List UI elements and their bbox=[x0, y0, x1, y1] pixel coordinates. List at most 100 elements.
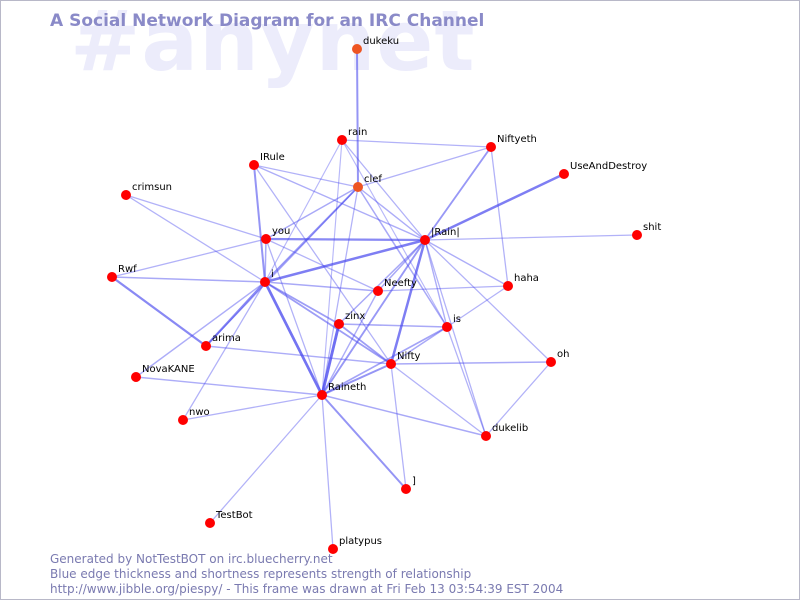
node-clef[interactable]: clef bbox=[353, 174, 382, 192]
edge-crimsun-i bbox=[125, 194, 266, 283]
node-Rain[interactable]: |Rain| bbox=[420, 227, 460, 245]
node-haha[interactable]: haha bbox=[503, 273, 539, 291]
node-Niftyeth[interactable]: Niftyeth bbox=[486, 134, 537, 152]
edge-zinx-Raineth bbox=[320, 322, 341, 397]
edge-you-Rain bbox=[264, 237, 427, 242]
edge-clef-Raineth bbox=[321, 186, 359, 396]
edge-Rwf-arima bbox=[110, 275, 208, 348]
node-label: shit bbox=[643, 222, 661, 233]
node-Neefty[interactable]: Neefty bbox=[373, 278, 417, 296]
node-dot[interactable] bbox=[386, 359, 396, 369]
edge-clef-you bbox=[265, 186, 359, 240]
node-dot[interactable] bbox=[352, 44, 362, 54]
node-dot[interactable] bbox=[401, 484, 411, 494]
channel-watermark: #anynet bbox=[70, 0, 476, 90]
node-dot[interactable] bbox=[546, 357, 556, 367]
node-arima[interactable]: arima bbox=[201, 333, 241, 351]
edge-clef-is bbox=[357, 186, 448, 328]
node-dot[interactable] bbox=[334, 319, 344, 329]
node-UseAndDestroy[interactable]: UseAndDestroy bbox=[559, 161, 647, 179]
node-dot[interactable] bbox=[249, 160, 259, 170]
node-dot[interactable] bbox=[131, 372, 141, 382]
node-Rwf[interactable]: Rwf bbox=[107, 264, 137, 282]
node-nwo[interactable]: nwo bbox=[178, 407, 210, 425]
node-label: IRule bbox=[260, 152, 285, 163]
node-dot[interactable] bbox=[107, 272, 117, 282]
edge-Raineth-dukelib bbox=[321, 394, 487, 437]
edge-Nifty-oh bbox=[390, 361, 552, 365]
node-dot[interactable] bbox=[420, 235, 430, 245]
node-Raineth[interactable]: Raineth bbox=[317, 382, 366, 400]
edge-crimsun-you bbox=[125, 194, 267, 240]
edge-arima-Nifty bbox=[205, 345, 392, 365]
node-dot[interactable] bbox=[121, 190, 131, 200]
edge-rain-Rain bbox=[341, 139, 426, 241]
node-IRule[interactable]: IRule bbox=[249, 152, 285, 170]
node-dot[interactable] bbox=[337, 135, 347, 145]
node-dot[interactable] bbox=[201, 341, 211, 351]
node-i[interactable]: i bbox=[260, 269, 274, 287]
node-rain[interactable]: rain bbox=[337, 127, 367, 145]
footer-legend-note: Blue edge thickness and shortness repres… bbox=[50, 567, 472, 581]
node-label: NovaKANE bbox=[142, 364, 195, 375]
node-is[interactable]: is bbox=[442, 314, 461, 332]
edge-is-haha bbox=[446, 285, 509, 328]
node-label: platypus bbox=[339, 536, 382, 547]
edge-is-Nifty bbox=[390, 326, 448, 365]
node-dot[interactable] bbox=[503, 281, 513, 291]
edge-Rain-Neefty bbox=[377, 239, 426, 292]
node-dukelib[interactable]: dukelib bbox=[481, 423, 528, 441]
node-Nifty[interactable]: Nifty bbox=[386, 351, 421, 369]
node-dot[interactable] bbox=[317, 390, 327, 400]
node-dukeku[interactable]: dukeku bbox=[352, 36, 399, 54]
edge-Nifty-bracket bbox=[390, 363, 407, 490]
edge-Raineth-TestBot bbox=[209, 394, 323, 524]
node-platypus[interactable]: platypus bbox=[328, 536, 382, 554]
edge-Niftyeth-Rain bbox=[424, 146, 492, 241]
node-dot[interactable] bbox=[178, 415, 188, 425]
edge-is-Raineth bbox=[321, 326, 448, 396]
node-dot[interactable] bbox=[260, 277, 270, 287]
node-label: you bbox=[272, 226, 290, 237]
edge-IRule-clef bbox=[253, 164, 359, 188]
node-label: Nifty bbox=[397, 351, 421, 362]
node-zinx[interactable]: zinx bbox=[334, 311, 365, 329]
node-dot[interactable] bbox=[559, 169, 569, 179]
edge-you-Rwf bbox=[111, 238, 267, 278]
edge-zinx-Nifty bbox=[338, 323, 392, 365]
edge-Rain-shit bbox=[424, 234, 638, 241]
node-bracket[interactable]: ] bbox=[401, 476, 416, 494]
node-label: i bbox=[271, 269, 274, 280]
node-TestBot[interactable]: TestBot bbox=[205, 510, 253, 528]
node-label: nwo bbox=[189, 407, 210, 418]
node-dot[interactable] bbox=[261, 234, 271, 244]
node-dot[interactable] bbox=[481, 431, 491, 441]
node-NovaKANE[interactable]: NovaKANE bbox=[131, 364, 195, 382]
node-label: haha bbox=[514, 273, 539, 284]
edge-i-nwo bbox=[182, 281, 266, 421]
node-label: |Rain| bbox=[431, 227, 460, 238]
node-shit[interactable]: shit bbox=[632, 222, 661, 240]
edge-rain-is bbox=[341, 139, 448, 328]
node-label: is bbox=[453, 314, 461, 325]
node-dot[interactable] bbox=[442, 322, 452, 332]
node-oh[interactable]: oh bbox=[546, 349, 569, 367]
node-dot[interactable] bbox=[353, 182, 363, 192]
node-label: TestBot bbox=[215, 510, 253, 521]
node-dot[interactable] bbox=[486, 142, 496, 152]
node-dot[interactable] bbox=[328, 544, 338, 554]
edge-Nifty-Raineth bbox=[321, 363, 392, 396]
edge-Nifty-dukelib bbox=[390, 363, 487, 437]
edge-i-Nifty bbox=[264, 281, 392, 365]
edge-dukeku-clef bbox=[356, 48, 359, 188]
edge-Rain-is bbox=[424, 239, 448, 328]
node-crimsun[interactable]: crimsun bbox=[121, 182, 172, 200]
node-dot[interactable] bbox=[373, 286, 383, 296]
node-dot[interactable] bbox=[632, 230, 642, 240]
node-you[interactable]: you bbox=[261, 226, 290, 244]
edge-IRule-Rain bbox=[253, 164, 426, 241]
edge-zinx-is bbox=[338, 323, 448, 328]
node-dot[interactable] bbox=[205, 518, 215, 528]
edge-rain-Niftyeth bbox=[341, 139, 492, 148]
